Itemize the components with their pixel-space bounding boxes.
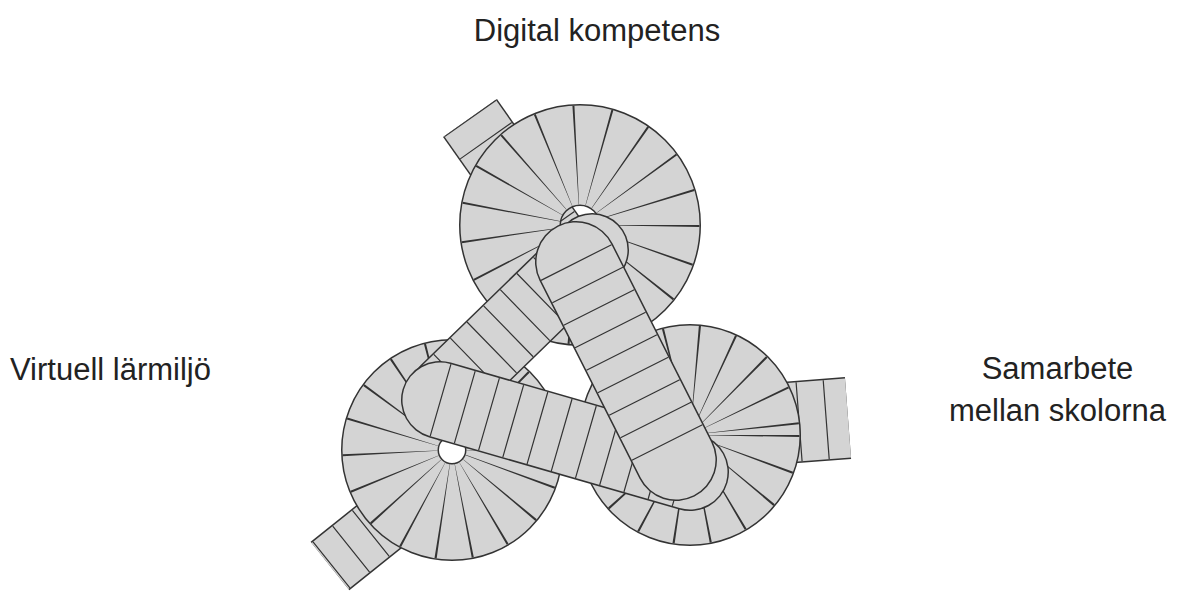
topic-label: Samarbete mellan skolorna	[935, 348, 1180, 432]
topic-label: Virtuell lärmiljö	[10, 349, 310, 391]
rope-band	[576, 262, 676, 460]
topic-label: Digital kompetens	[437, 10, 757, 52]
